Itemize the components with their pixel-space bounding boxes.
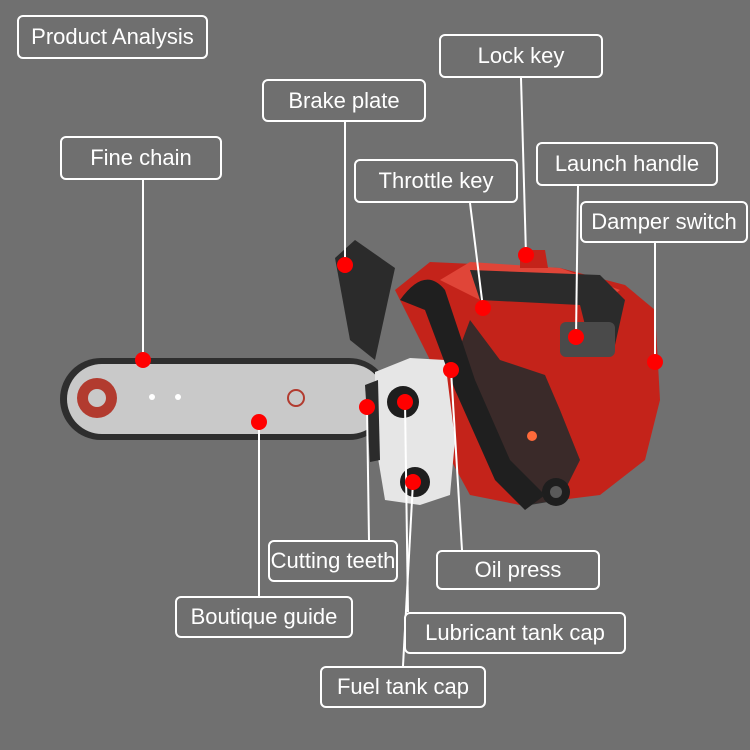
label-launch-handle: Launch handle [536,142,718,186]
label-throttle-key: Throttle key [354,159,518,203]
label-cutting-teeth: Cutting teeth [268,540,398,582]
chainsaw-guide-bar [60,358,390,440]
label-oil-press: Oil press [436,550,600,590]
product-analysis-title: Product Analysis [17,15,208,59]
callout-dot-lubricant-tank-cap [397,394,413,410]
chainsaw-front-handle [400,279,545,510]
callout-dot-boutique-guide [251,414,267,430]
leader-line-launch-handle [575,185,579,338]
callout-dot-throttle-key [475,300,491,316]
leader-line-cutting-teeth [366,406,370,541]
leader-line-throttle-key [469,202,484,309]
callout-dot-fuel-tank-cap [405,474,421,490]
callout-dot-cutting-teeth [359,399,375,415]
callout-dot-damper-switch [647,354,663,370]
callout-dot-brake-plate [337,257,353,273]
label-lock-key: Lock key [439,34,603,78]
callout-dot-lock-key [518,247,534,263]
chainsaw-body [395,250,660,506]
callout-dot-launch-handle [568,329,584,345]
label-damper-switch: Damper switch [580,201,748,243]
label-fine-chain: Fine chain [60,136,222,180]
label-lubricant-tank-cap: Lubricant tank cap [404,612,626,654]
leader-line-lock-key [520,77,527,256]
label-fuel-tank-cap: Fuel tank cap [320,666,486,708]
leader-line-oil-press [450,369,463,551]
callout-dot-oil-press [443,362,459,378]
label-brake-plate: Brake plate [262,79,426,122]
callout-dot-fine-chain [135,352,151,368]
label-boutique-guide: Boutique guide [175,596,353,638]
